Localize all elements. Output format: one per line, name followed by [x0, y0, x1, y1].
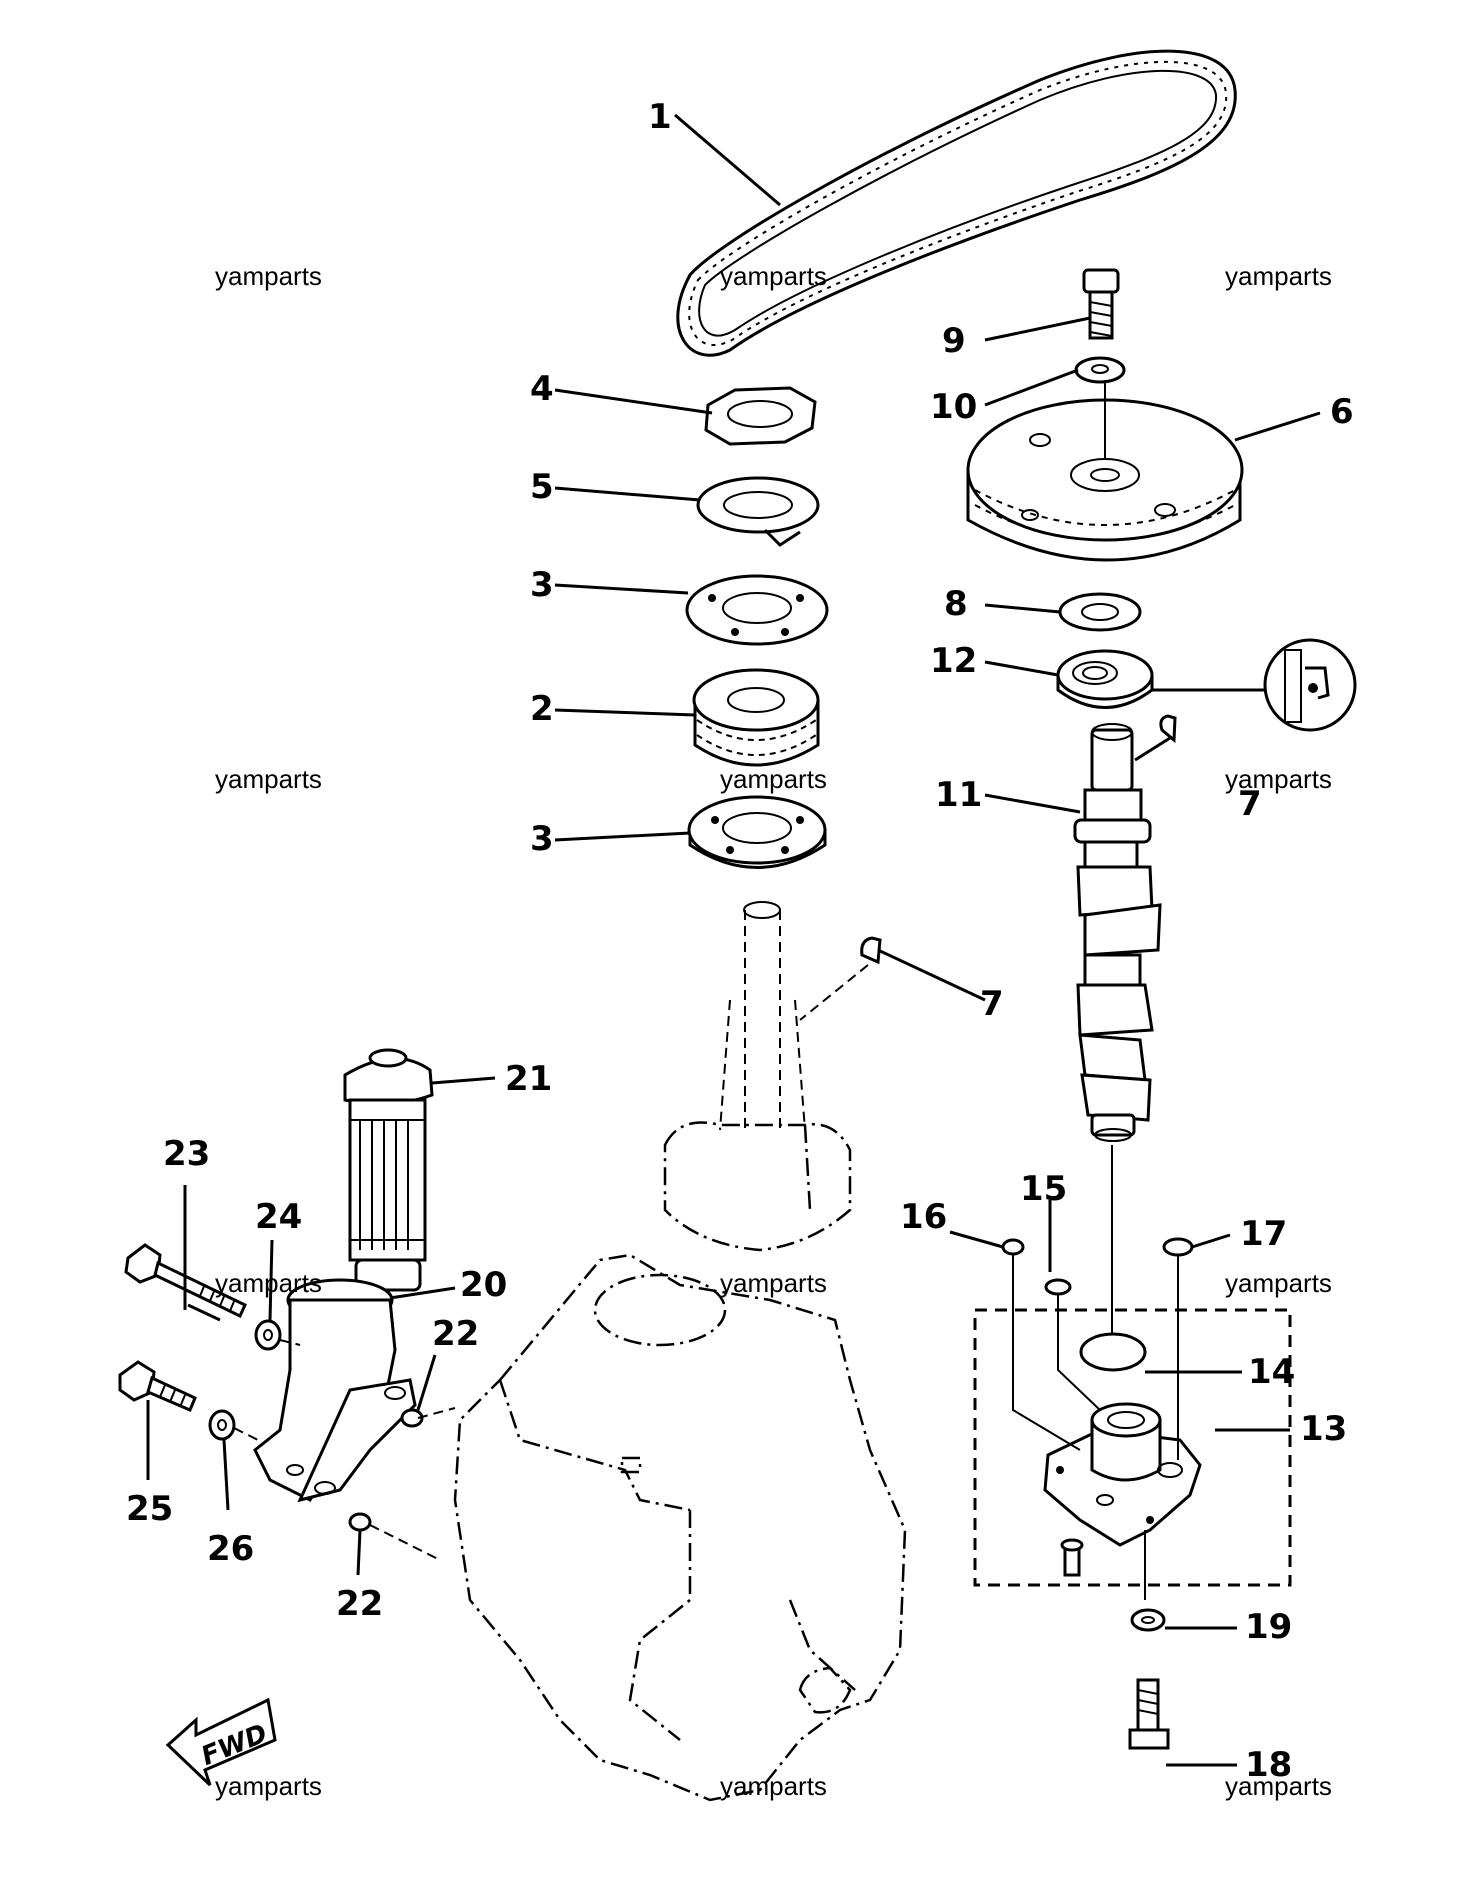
- callout-23: 23: [163, 1134, 210, 1174]
- thrust-washer: [1058, 592, 1142, 632]
- callout-10: 10: [930, 387, 977, 427]
- bolt-25: [118, 1360, 197, 1412]
- callout-1: 1: [648, 97, 672, 137]
- watermark: yamparts: [720, 764, 827, 794]
- callout-2: 2: [530, 689, 554, 729]
- washer-26: [208, 1409, 236, 1441]
- callout-20: 20: [460, 1265, 507, 1305]
- dowel-22-upper: [400, 1408, 424, 1428]
- callout-11: 11: [935, 775, 982, 815]
- callout-17: 17: [1240, 1214, 1287, 1254]
- woodruff-key-cam: [1159, 714, 1177, 744]
- callout-15: 15: [1020, 1169, 1067, 1209]
- watermarks: yamparts yamparts yamparts yamparts yamp…: [215, 261, 1332, 1801]
- callout-7-crank: 7: [980, 984, 1004, 1024]
- washer-24: [254, 1319, 282, 1351]
- callout-8: 8: [944, 584, 968, 624]
- dowel-22-lower: [348, 1512, 372, 1532]
- callout-22-lower: 22: [336, 1584, 383, 1624]
- watermark: yamparts: [1225, 1771, 1332, 1801]
- pulley-washer: [1074, 356, 1126, 384]
- watermark: yamparts: [215, 764, 322, 794]
- bolt-23: [124, 1243, 247, 1319]
- camshaft: [1073, 723, 1162, 1142]
- oil-seal: [1056, 649, 1154, 709]
- crankshaft-end: [663, 901, 852, 1252]
- callout-12: 12: [930, 641, 977, 681]
- watermark: yamparts: [720, 1268, 827, 1298]
- pulley-nut: [704, 386, 817, 446]
- pump-screw: [1060, 1538, 1084, 1577]
- driven-gear: [692, 668, 820, 767]
- watermark: yamparts: [720, 1771, 827, 1801]
- watermark: yamparts: [215, 1771, 322, 1801]
- seal-detail-circle: [1263, 638, 1357, 732]
- woodruff-key-crank: [860, 936, 882, 965]
- callout-6: 6: [1330, 392, 1354, 432]
- callout-16: 16: [900, 1197, 947, 1237]
- bolt-18: [1128, 1678, 1170, 1750]
- callout-22-upper: 22: [432, 1314, 479, 1354]
- callout-4: 4: [530, 369, 554, 409]
- watermark: yamparts: [1225, 764, 1332, 794]
- engine-block-outline: [453, 1253, 907, 1802]
- callout-21: 21: [505, 1059, 552, 1099]
- pulley-bolt: [1082, 268, 1120, 340]
- callout-3-lower: 3: [530, 819, 554, 859]
- camshaft-pulley: [966, 398, 1244, 562]
- lock-washer: [696, 476, 820, 547]
- oil-pump-assembly-box: [973, 1308, 1292, 1587]
- callout-numbers: 1 4 5 3 2 3 7 9 10 6 8 12 7 11 16 15 17 …: [126, 97, 1354, 1785]
- watermark: yamparts: [215, 261, 322, 291]
- gear-plate-upper: [685, 574, 829, 646]
- oil-pump: [1043, 1402, 1202, 1547]
- oil-filter: [343, 1048, 434, 1292]
- washer-19: [1130, 1608, 1166, 1632]
- callout-9: 9: [942, 321, 966, 361]
- watermark: yamparts: [1225, 261, 1332, 291]
- o-ring-14: [1079, 1332, 1147, 1372]
- callout-24: 24: [255, 1197, 302, 1237]
- callout-14: 14: [1248, 1352, 1295, 1392]
- o-ring-17: [1162, 1237, 1194, 1257]
- gear-plate-lower: [687, 795, 827, 869]
- callout-26: 26: [207, 1529, 254, 1569]
- callout-3-upper: 3: [530, 565, 554, 605]
- o-ring-16: [1001, 1238, 1025, 1256]
- callout-19: 19: [1245, 1607, 1292, 1647]
- callout-5: 5: [530, 467, 554, 507]
- callout-7-cam: 7: [1238, 784, 1262, 824]
- o-ring-15: [1044, 1278, 1072, 1296]
- callout-13: 13: [1300, 1409, 1347, 1449]
- watermark: yamparts: [1225, 1268, 1332, 1298]
- watermark: yamparts: [215, 1268, 322, 1298]
- timing-belt: [676, 49, 1237, 357]
- filter-bracket: [253, 1278, 417, 1503]
- watermark: yamparts: [720, 261, 827, 291]
- callout-25: 25: [126, 1489, 173, 1529]
- leader-lines: [146, 113, 1321, 1767]
- callout-18: 18: [1245, 1745, 1292, 1785]
